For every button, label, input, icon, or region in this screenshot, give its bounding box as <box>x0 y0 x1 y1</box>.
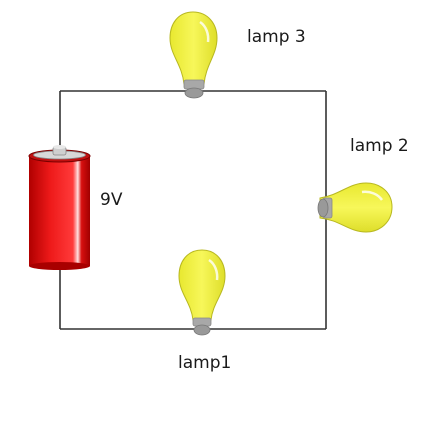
battery-icon <box>28 145 91 270</box>
lamp-3-icon <box>169 11 218 99</box>
lamp-2-label: lamp 2 <box>350 136 409 156</box>
lamp-1-label: lamp1 <box>178 353 232 373</box>
lamp-2-icon <box>317 182 393 233</box>
lamp-3-label: lamp 3 <box>247 27 306 47</box>
battery-voltage-label: 9V <box>100 190 123 210</box>
lamp-1-icon <box>178 249 226 336</box>
